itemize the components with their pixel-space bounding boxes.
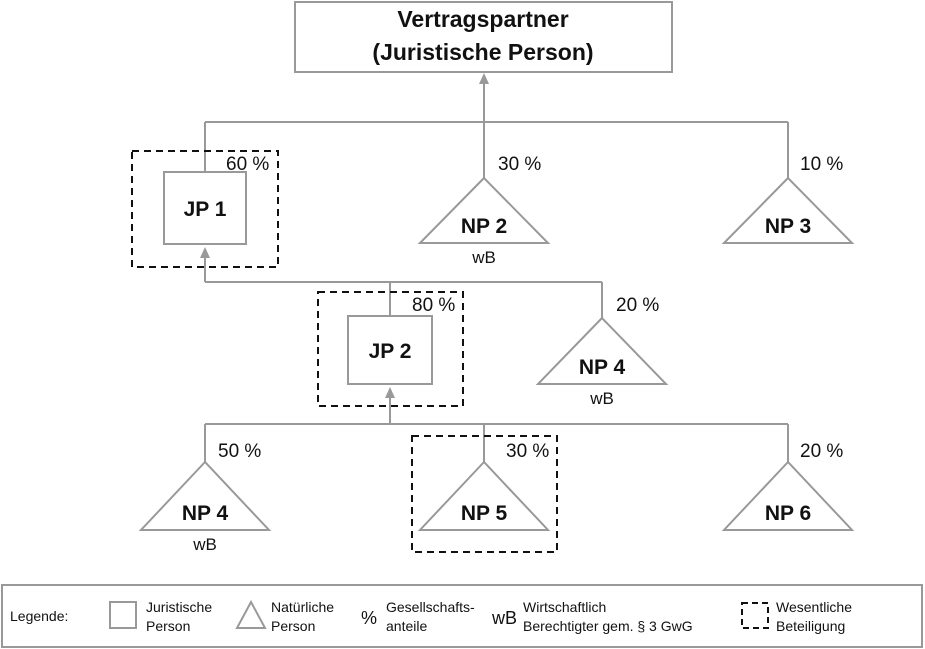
np3-label: NP 3: [765, 215, 811, 238]
np6-percent: 20 %: [800, 441, 843, 462]
np6-label: NP 6: [765, 502, 811, 525]
np4b-percent: 50 %: [218, 441, 261, 462]
np4a-percent: 20 %: [616, 295, 659, 316]
np4a-label: NP 4: [579, 356, 626, 379]
np4a-triangle: [535, 316, 669, 385]
legend-heading: Legende:: [10, 608, 68, 624]
contract-partner-title-line2: (Juristische Person): [372, 39, 593, 65]
np4b-triangle: [138, 460, 272, 531]
legend-wb-symbol: wB: [491, 608, 517, 628]
np2-label: NP 2: [461, 215, 507, 238]
legend-percent-symbol: %: [361, 608, 377, 628]
legend-np-label-line1: Natürliche: [271, 599, 334, 615]
legend-percent-label-line1: Gesellschafts-: [386, 599, 475, 615]
legend-np-symbol: [235, 599, 267, 629]
jp1-label: JP 1: [184, 198, 227, 221]
legend-percent-label-line2: anteile: [386, 618, 427, 634]
np3-triangle: [721, 176, 855, 244]
legend-wb-label-line2: Berechtigter gem. § 3 GwG: [523, 618, 693, 634]
np5-significant-holding-frame: [411, 435, 558, 553]
legend-np-label-line2: Person: [271, 618, 315, 634]
legend-wb-label-line1: Wirtschaftlich: [523, 599, 606, 615]
legend-significant-holding-label-line2: Beteiligung: [776, 618, 845, 634]
np6-triangle: [721, 460, 855, 531]
legend-jp-label-line2: Person: [146, 618, 190, 634]
jp2-significant-holding-frame: [317, 291, 464, 407]
jp1-percent: 60 %: [226, 154, 269, 175]
jp2-label: JP 2: [369, 340, 412, 363]
np4a-wb: wB: [589, 389, 614, 408]
legend-significant-holding-label-line1: Wesentliche: [776, 599, 852, 615]
arrowhead-jp2: [385, 387, 395, 398]
contract-partner-box: [294, 1, 673, 73]
legend-jp-label-line1: Juristische: [146, 599, 212, 615]
jp2-box: [347, 315, 433, 385]
np3-percent: 10 %: [800, 154, 843, 175]
arrowhead-jp1: [200, 247, 210, 258]
np5-triangle: [417, 460, 551, 531]
jp2-percent: 80 %: [412, 295, 455, 316]
np2-percent: 30 %: [498, 154, 541, 175]
legend-box: [1, 584, 923, 648]
contract-partner-title-line1: Vertragspartner: [397, 6, 568, 32]
arrowhead-top: [479, 73, 489, 84]
jp1-significant-holding-frame: [131, 150, 279, 268]
np4b-label: NP 4: [182, 502, 229, 525]
jp1-box: [163, 171, 247, 245]
legend-jp-symbol: [109, 601, 137, 629]
np4b-wb: wB: [192, 535, 217, 554]
np2-wb: wB: [471, 248, 496, 267]
np2-triangle: [417, 176, 551, 244]
legend-significant-holding-symbol: [741, 602, 769, 629]
np5-percent: 30 %: [506, 441, 549, 462]
np5-label: NP 5: [461, 502, 508, 525]
